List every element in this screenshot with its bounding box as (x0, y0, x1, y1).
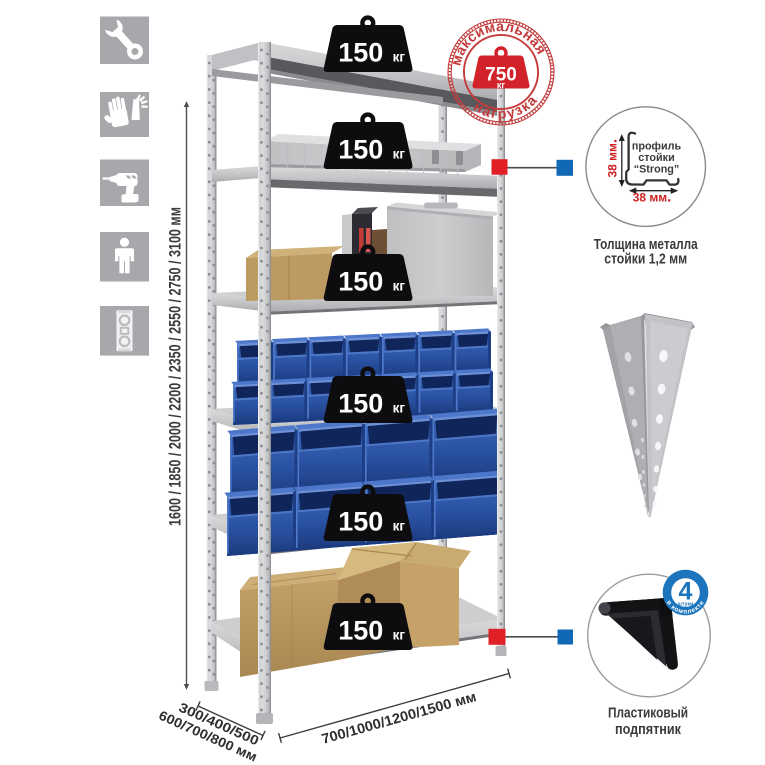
svg-text:кг: кг (393, 279, 406, 294)
svg-text:стойки: стойки (638, 152, 674, 164)
svg-text:750: 750 (485, 65, 517, 86)
svg-text:150: 150 (338, 38, 383, 68)
svg-text:стойки 1,2 мм: стойки 1,2 мм (604, 252, 687, 268)
svg-text:38 мм.: 38 мм. (604, 139, 621, 178)
svg-text:150: 150 (338, 135, 383, 165)
svg-text:38 мм.: 38 мм. (633, 189, 672, 206)
svg-text:подпятник: подпятник (615, 722, 682, 738)
svg-text:4: 4 (679, 578, 693, 606)
svg-text:150: 150 (338, 389, 383, 419)
svg-text:150: 150 (338, 507, 383, 537)
svg-text:кг: кг (497, 80, 506, 90)
svg-text:штуки: штуки (678, 601, 694, 607)
svg-text:150: 150 (338, 616, 383, 646)
svg-text:Пластиковый: Пластиковый (608, 706, 688, 722)
svg-text:кг: кг (393, 519, 406, 534)
svg-text:“Strong”: “Strong” (634, 164, 680, 176)
svg-text:Толщина металла: Толщина металла (594, 237, 699, 253)
svg-text:кг: кг (393, 401, 406, 416)
svg-text:кг: кг (393, 628, 406, 643)
svg-text:кг: кг (393, 147, 406, 162)
svg-text:профиль: профиль (632, 141, 682, 153)
svg-text:кг: кг (393, 50, 406, 65)
svg-text:150: 150 (338, 267, 383, 297)
svg-text:1600 / 1850 / 2000 / 2200 / 23: 1600 / 1850 / 2000 / 2200 / 2350 / 2550 … (167, 207, 185, 526)
